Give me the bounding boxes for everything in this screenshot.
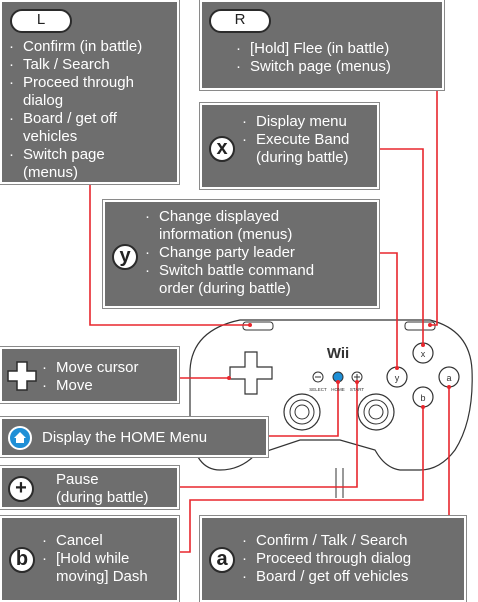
leader-lines [89,88,450,553]
dpad-item-2: ·Move [42,377,93,394]
home-box: Display the HOME Menu [0,416,269,458]
wii-logo: Wii [327,345,349,362]
b-item-1: ·Cancel [42,532,103,549]
a-item-1: ·Confirm / Talk / Search [242,532,408,549]
y-item-1: ·Change displayed [145,208,280,225]
r-badge: R [209,9,271,33]
r-item-1: ·[Hold] Flee (in battle) [236,40,390,57]
x-letter: x [421,349,426,359]
r-item-2: ·Switch page (menus) [236,58,391,75]
l-badge: L [10,9,72,33]
dpad-icon [7,361,37,391]
dpad-shape [229,351,273,395]
r-button-box: R ·[Hold] Flee (in battle) ·Switch page … [199,0,445,91]
l-item-5b: (menus) [23,164,79,181]
b-button-box: b ·Cancel ·[Hold while moving] Dash [0,515,180,602]
x-button-box: x ·Display menu ·Execute Band (during ba… [199,102,380,190]
x-item-1: ·Display menu [242,113,347,130]
y-item-3: ·Switch battle command [145,262,315,279]
l-item-5: ·Switch page [9,146,105,163]
b-letter: b [420,393,425,403]
a-badge: a [209,547,235,573]
a-item-3: ·Board / get off vehicles [242,568,409,585]
dpad-item-1: ·Move cursor [42,359,139,376]
plus-badge: + [8,476,34,502]
l-item-1: ·Confirm (in battle) [9,38,143,55]
a-button-box: a ·Confirm / Talk / Search ·Proceed thro… [199,515,467,602]
l-item-3b: dialog [23,92,64,109]
home-icon [8,426,32,450]
l-button-box: L ·Confirm (in battle) ·Talk / Search ·P… [0,0,180,185]
y-letter: y [395,373,400,383]
l-item-4b: vehicles [23,128,78,145]
home-label: Display the HOME Menu [42,429,208,446]
a-item-2: ·Proceed through dialog [242,550,412,567]
select-label: SELECT [309,387,327,392]
dpad-box: ·Move cursor ·Move [0,346,180,404]
b-item-2: ·[Hold while [42,550,130,567]
plus-item-1: Pause [56,471,99,488]
b-badge: b [9,547,35,573]
y-badge: y [112,244,138,270]
plus-box: + Pause (during battle) [0,465,180,510]
x-item-2: ·Execute Band [242,131,350,148]
start-label: START [350,387,365,392]
b-item-2b: moving] Dash [56,568,148,585]
l-item-4: ·Board / get off [9,110,117,127]
x-badge: x [209,136,235,162]
l-item-2: ·Talk / Search [9,56,110,73]
l-item-3: ·Proceed through [9,74,134,91]
y-item-2: ·Change party leader [145,244,295,261]
plus-item-1b: (during battle) [56,489,149,506]
y-item-1b: information (menus) [159,226,293,243]
y-button-box: y ·Change displayed information (menus) … [102,199,380,309]
y-item-3b: order (during battle) [159,280,291,297]
x-item-2b: (during battle) [256,149,349,166]
a-letter: a [446,373,451,383]
home-label: HOME [331,387,345,392]
